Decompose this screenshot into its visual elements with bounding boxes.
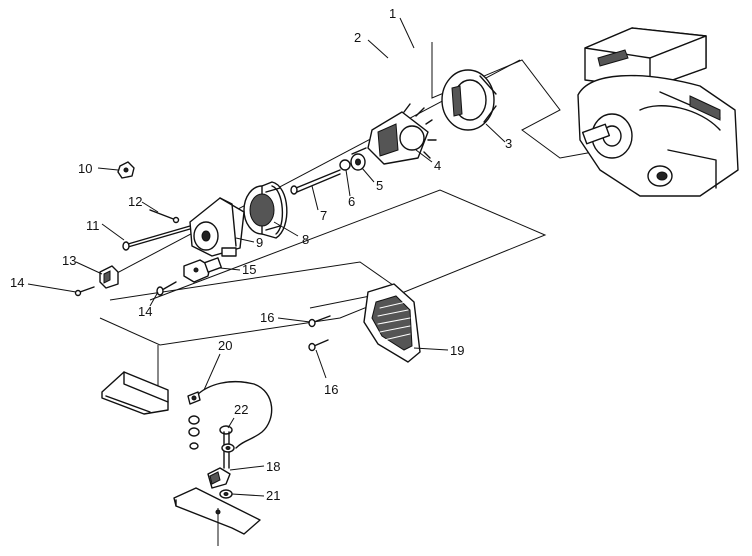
flywheel-ring <box>441 69 497 131</box>
callout-16-upper: 16 <box>260 310 274 325</box>
lock-washer-21 <box>219 489 233 499</box>
callout-22: 22 <box>234 402 248 417</box>
long-bolt <box>122 225 191 251</box>
brush-holder <box>183 257 222 283</box>
callout-1: 1 <box>389 6 396 21</box>
fan-assembly <box>351 103 437 165</box>
washer-6 <box>339 159 351 171</box>
stator-housing <box>189 197 245 257</box>
base-plate <box>173 487 261 546</box>
callout-5: 5 <box>376 178 383 193</box>
callout-18: 18 <box>266 459 280 474</box>
ground-wire <box>187 381 273 449</box>
callout-labels: 1 2 3 4 5 6 7 8 9 10 11 12 13 14 14 15 1… <box>10 6 512 503</box>
callout-3: 3 <box>505 136 512 151</box>
callout-21: 21 <box>266 488 280 503</box>
armature-rotor <box>243 181 288 239</box>
callout-14-lower: 14 <box>138 304 152 319</box>
engine-block <box>577 27 739 197</box>
hardware-stack-left <box>188 415 200 450</box>
terminal-block <box>99 265 119 289</box>
callout-14-left: 14 <box>10 275 24 290</box>
screw-14-left <box>74 286 95 297</box>
callout-6: 6 <box>348 194 355 209</box>
mounting-bracket <box>101 371 169 415</box>
callout-12: 12 <box>128 194 142 209</box>
callout-2: 2 <box>354 30 361 45</box>
through-bolt <box>290 169 341 195</box>
screw-14-lower <box>156 281 177 296</box>
callout-20: 20 <box>218 338 232 353</box>
callout-19: 19 <box>450 343 464 358</box>
screw-16-upper <box>308 315 331 328</box>
callout-16-lower: 16 <box>324 382 338 397</box>
callout-15: 15 <box>242 262 256 277</box>
stud-12 <box>149 209 180 224</box>
callout-9: 9 <box>256 235 263 250</box>
callout-13: 13 <box>62 253 76 268</box>
callout-8: 8 <box>302 232 309 247</box>
screw-16-lower <box>308 339 329 352</box>
callout-7: 7 <box>320 208 327 223</box>
callout-10: 10 <box>78 161 92 176</box>
grille-cover <box>363 283 421 363</box>
bolt-22 <box>219 425 235 469</box>
callout-leaders <box>27 17 506 497</box>
clip-18 <box>207 467 231 489</box>
cap-nut <box>117 161 135 179</box>
callout-11: 11 <box>86 218 100 233</box>
washer-5 <box>350 153 366 171</box>
callout-4: 4 <box>434 158 441 173</box>
